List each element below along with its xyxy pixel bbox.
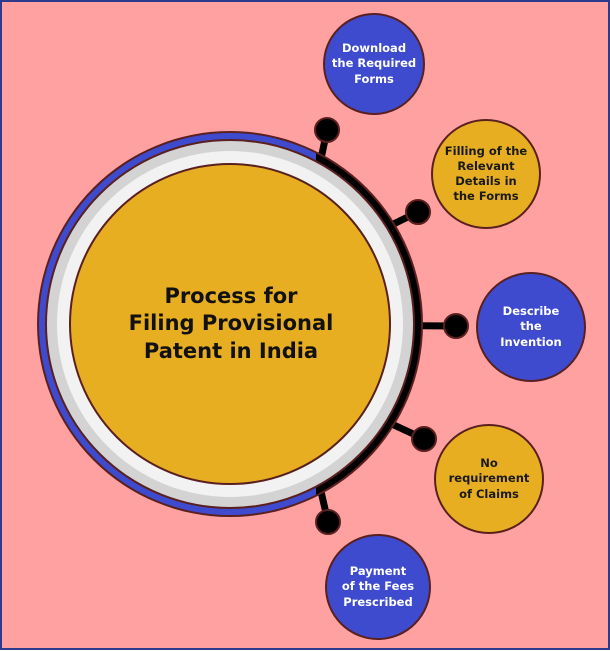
step-label-no-claims: No requirement of Claims <box>448 456 530 501</box>
spoke-knob-3 <box>443 313 469 339</box>
spoke-knob-1 <box>314 117 340 143</box>
step-label-filling-details: Filling of the Relevant Details in the F… <box>444 143 528 204</box>
central-hub <box>37 131 423 517</box>
step-label-describe-invention: Describe the Invention <box>500 304 562 349</box>
step-circles <box>323 13 586 640</box>
spoke-knob-4 <box>411 426 437 452</box>
step-circle-3 <box>476 272 586 382</box>
step-label-download-forms: Download the Required Forms <box>331 41 417 86</box>
step-circle-2 <box>431 119 541 229</box>
spoke-knob-5 <box>315 509 341 535</box>
step-circle-5 <box>325 534 431 640</box>
spoke-knob-2 <box>405 199 431 225</box>
step-circle-4 <box>434 424 544 534</box>
step-circle-1 <box>323 13 425 115</box>
step-label-payment-fees: Payment of the Fees Prescribed <box>341 564 415 609</box>
diagram-title: Process for Filing Provisional Patent in… <box>128 284 334 363</box>
hub-center-gold <box>69 163 391 485</box>
